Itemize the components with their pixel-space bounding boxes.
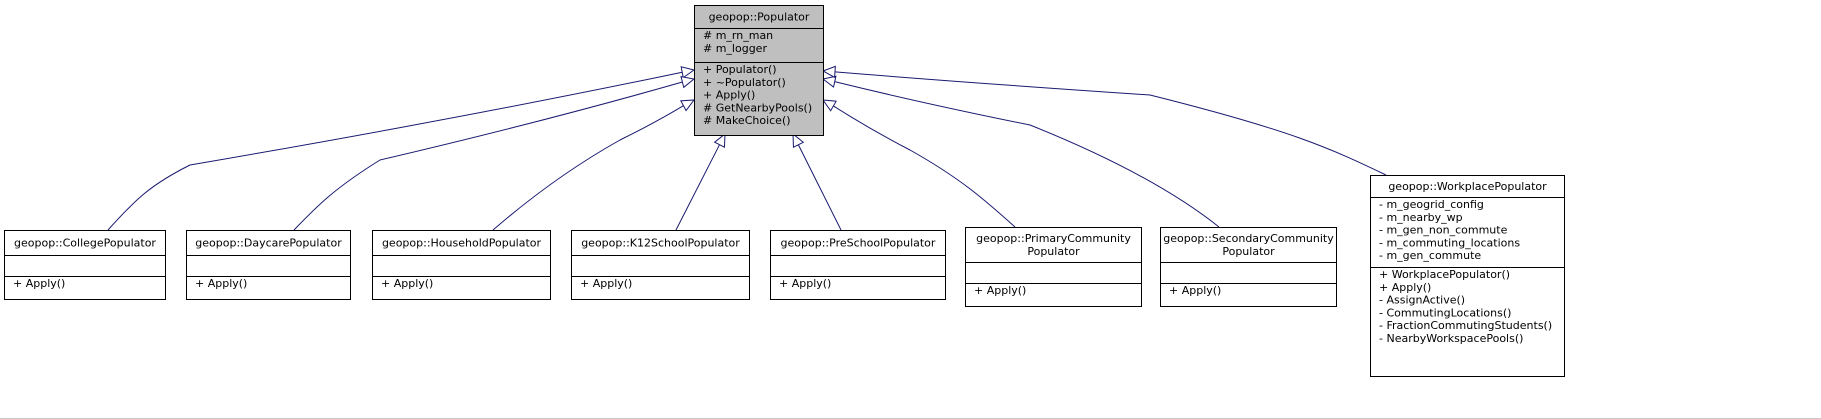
edge-line [797,144,842,231]
class-name: Populator [1027,245,1080,258]
class-method: + Apply() [195,277,247,290]
class-method: + Populator() [703,63,777,76]
class-attribute: - m_commuting_locations [1379,236,1520,249]
inheritance-edge [107,66,696,231]
class-method: - NearbyWorkspacePools() [1379,332,1523,345]
class-attribute: - m_geogrid_config [1379,198,1484,211]
class-attribute: # m_rn_man [703,29,773,42]
class-box-border [694,5,824,136]
derived-class-box: geopop::DaycarePopulator+ Apply() [186,230,351,300]
edge-line [834,81,1220,228]
class-box-border [1160,227,1337,307]
class-name: geopop::PreSchoolPopulator [781,237,936,250]
class-name: geopop::K12SchoolPopulator [581,237,740,250]
derived-class-box: geopop::PreSchoolPopulator+ Apply() [770,230,946,300]
hollow-arrowhead [821,99,837,112]
derived-class-box: geopop::WorkplacePopulator- m_geogrid_co… [1370,175,1565,377]
edge-line [833,105,1016,228]
class-box-border [1370,175,1565,377]
class-name: geopop::PrimaryCommunity [976,232,1131,245]
inheritance-edge [293,76,696,231]
class-attribute: - m_gen_commute [1379,249,1481,262]
class-method: + Apply() [580,277,632,290]
inheritance-edge [792,132,842,231]
class-method: - AssignActive() [1379,294,1465,307]
class-method: + WorkplacePopulator() [1379,268,1510,281]
class-method: # MakeChoice() [703,114,791,127]
class-box-border [571,230,750,300]
class-method: + Apply() [779,277,831,290]
hollow-arrowhead [792,132,805,148]
class-box-border [186,230,351,300]
edge-line [293,81,683,231]
class-name: geopop::DaycarePopulator [195,237,342,250]
class-box-border [372,230,551,300]
base-class-populator: geopop::Populator# m_rn_man# m_logger+ P… [694,5,824,136]
class-name: geopop::SecondaryCommunity [1163,232,1334,245]
inheritance-edge [821,75,1220,228]
class-method: # GetNearbyPools() [703,101,812,114]
hollow-arrowhead [680,76,696,89]
class-method: + ~Populator() [703,76,786,89]
edge-line [675,144,720,231]
class-method: + Apply() [13,277,65,290]
inheritance-edge [821,99,1016,228]
class-method: + Apply() [703,89,755,102]
hollow-arrowhead [713,132,726,148]
hollow-arrowhead [680,66,696,79]
class-method: + Apply() [1379,281,1431,294]
class-name: geopop::Populator [709,11,810,24]
class-name: geopop::HouseholdPopulator [382,237,542,250]
class-box-border [770,230,946,300]
inheritance-edge [675,132,726,231]
class-method: - FractionCommutingStudents() [1379,319,1552,332]
edge-line [834,71,1387,176]
class-name: Populator [1222,245,1275,258]
inheritance-edge [821,65,1387,176]
inheritance-edges [107,65,1387,231]
class-attribute: - m_gen_non_commute [1379,224,1508,237]
hollow-arrowhead [680,99,696,112]
class-method: - CommutingLocations() [1379,306,1511,319]
derived-class-box: geopop::K12SchoolPopulator+ Apply() [571,230,750,300]
class-nodes: geopop::Populator# m_rn_man# m_logger+ P… [4,5,1565,377]
class-box-border [4,230,166,300]
hollow-arrowhead [821,65,836,79]
derived-class-box: geopop::HouseholdPopulator+ Apply() [372,230,551,300]
derived-class-box: geopop::CollegePopulator+ Apply() [4,230,166,300]
class-method: + Apply() [974,284,1026,297]
edge-line [492,105,684,231]
class-box-border [965,227,1142,307]
class-method: + Apply() [1169,284,1221,297]
inheritance-edge [492,99,696,231]
class-method: + Apply() [381,277,433,290]
class-attribute: - m_nearby_wp [1379,211,1463,224]
class-name: geopop::CollegePopulator [14,237,156,250]
class-attribute: # m_logger [703,42,767,55]
class-name: geopop::WorkplacePopulator [1388,180,1547,193]
hollow-arrowhead [821,75,837,88]
edge-line [107,71,683,231]
